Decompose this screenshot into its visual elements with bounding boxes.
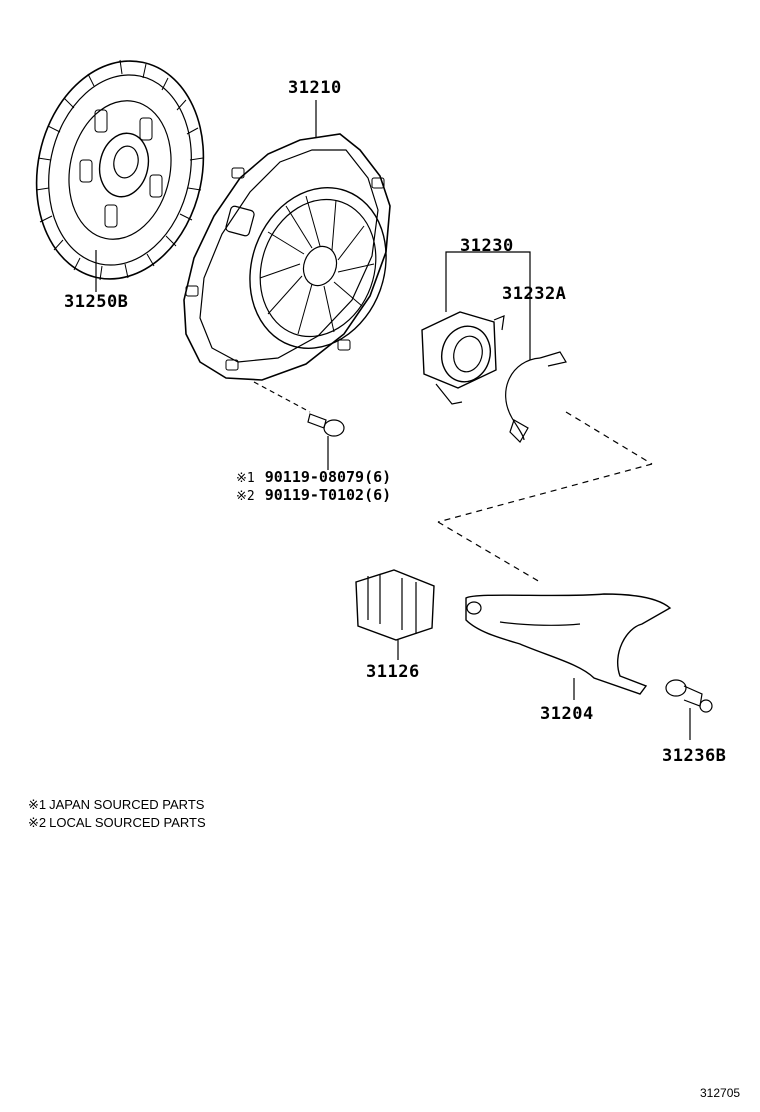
illustration-number: 312705 (700, 1086, 741, 1100)
fork-support-drawing (665, 679, 713, 740)
alignment-dashed-lines (437, 411, 653, 583)
footnote-text: JAPAN SOURCED PARTS (49, 797, 205, 812)
bolt-ref-line[interactable]: ※1 90119-08079(6) (236, 468, 391, 486)
bolt-ref-number: 90119-T0102(6) (264, 486, 392, 504)
part-label-release-fork[interactable]: 31204 (540, 704, 594, 724)
release-fork-drawing (465, 593, 672, 700)
part-label-fork-boot[interactable]: 31126 (366, 662, 420, 682)
part-label-bearing-clip[interactable]: 31232A (502, 284, 567, 304)
bolt-ref-number: 90119-08079(6) (264, 468, 392, 486)
part-label-release-bearing[interactable]: 31230 (460, 236, 514, 256)
footnote-text: LOCAL SOURCED PARTS (49, 815, 206, 830)
pressure-plate-drawing (183, 100, 391, 381)
bolt-ref-mark: ※2 (236, 489, 255, 504)
bearing-clip-drawing (505, 351, 567, 443)
footnote-mark: ※1 (28, 797, 47, 812)
bolt-ref-line[interactable]: ※2 90119-T0102(6) (236, 486, 391, 504)
bolt-ref-mark: ※1 (236, 471, 255, 486)
part-label-fork-support[interactable]: 31236B (662, 746, 727, 766)
clutch-disc-drawing (35, 59, 205, 292)
part-label-pressure-plate[interactable]: 31210 (288, 78, 342, 98)
release-bearing-drawing (421, 251, 531, 405)
fork-boot-drawing (355, 569, 435, 660)
mounting-bolt-drawing (253, 381, 345, 470)
footnote-mark: ※2 (28, 815, 47, 830)
part-label-clutch-disc[interactable]: 31250B (64, 292, 129, 312)
